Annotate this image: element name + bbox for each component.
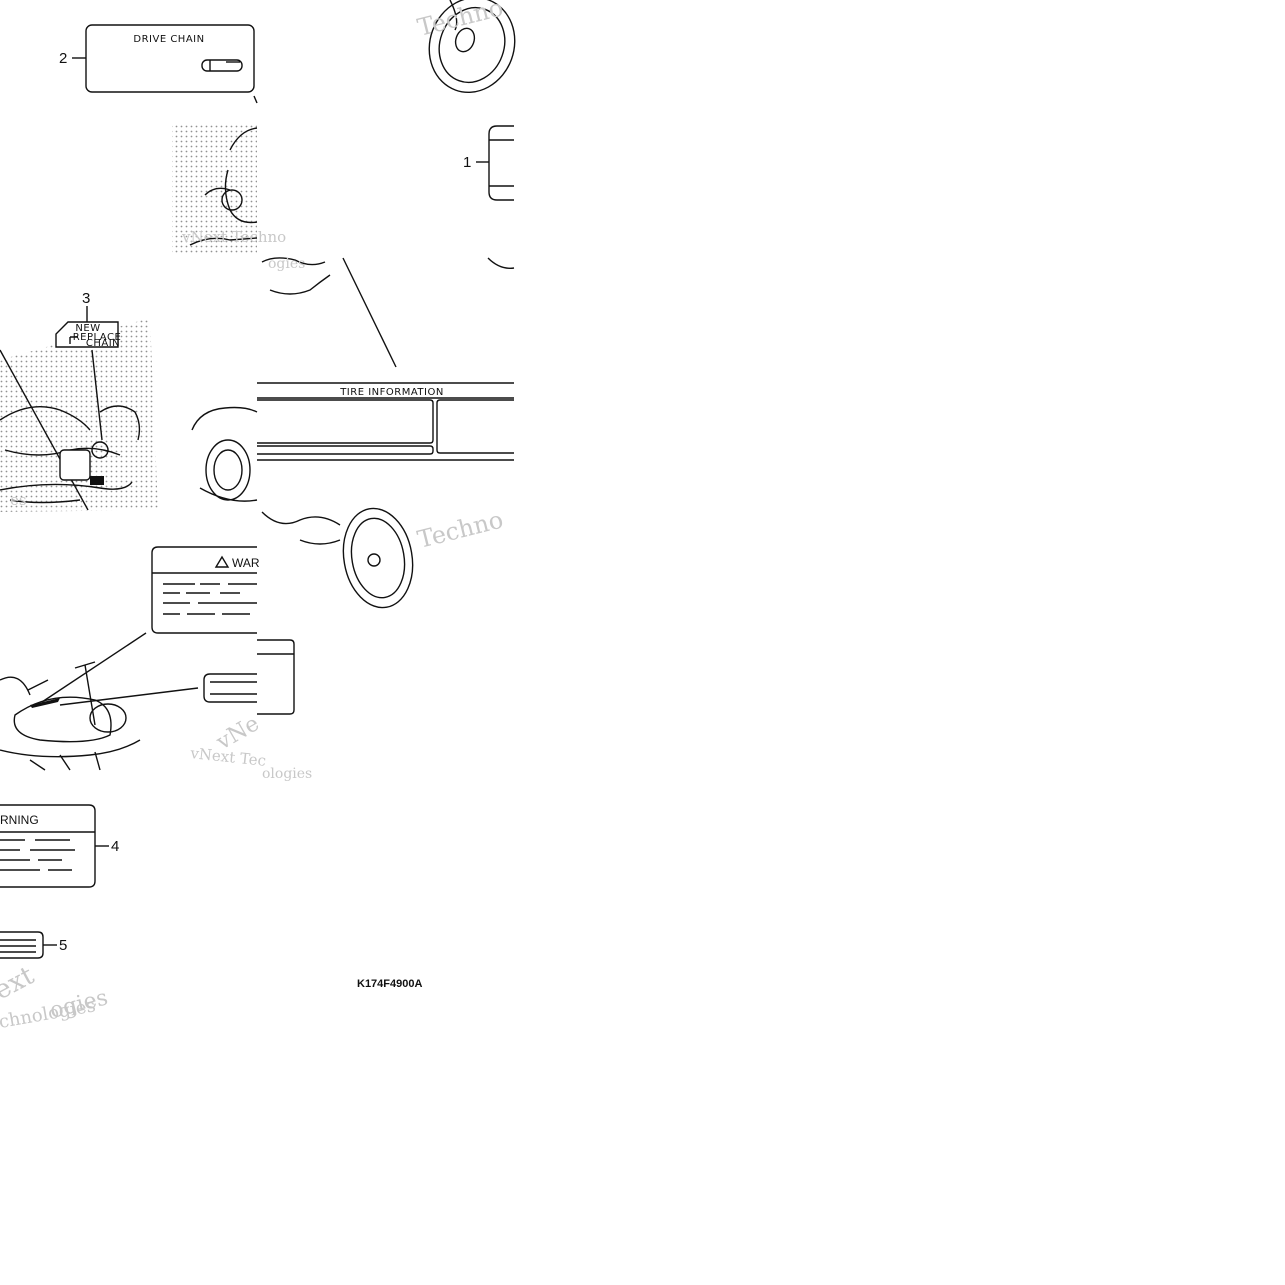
watermark-7: ologies [262, 766, 312, 782]
watermark-4: Techno [415, 506, 506, 554]
new-text: NEW [75, 323, 100, 334]
callout-1: 1 [463, 154, 471, 171]
drive-chain-text: DRIVE CHAIN [133, 34, 204, 45]
warning-label-top: WAR [151, 546, 260, 634]
watermark-11: es [10, 491, 27, 509]
warning-text-top: WAR [232, 556, 260, 570]
warning-triangle-icon [214, 555, 230, 568]
warning-label-leader [41, 632, 147, 703]
chain-text: CHAIN [86, 338, 120, 349]
motorcycle-front-wheel-lower [261, 507, 414, 609]
motorcycle-center-fragment [261, 257, 515, 295]
label-1-fragment [488, 125, 514, 201]
motorcycle-left-mid [0, 405, 141, 504]
callout-4: 4 [111, 838, 119, 855]
warning-label-bottom: RNING [0, 804, 96, 888]
callout-3: 3 [82, 290, 90, 307]
drive-chain-label: DRIVE CHAIN [85, 24, 255, 93]
stipple-area-top [172, 125, 257, 255]
figure-code: K174F4900A [357, 978, 422, 990]
motorcycle-front-fragment [189, 127, 258, 246]
callout-5: 5 [59, 937, 67, 954]
chain-adjuster-icon [201, 59, 243, 72]
replace-text: REPLACE [73, 332, 122, 343]
watermark-1: Techno [415, 0, 506, 42]
watermark-3: ogies [268, 256, 305, 272]
warning-text-bottom: RNING [0, 813, 39, 827]
drive-chain-leader [0, 349, 89, 511]
label-5-bottom-fragment [0, 931, 44, 959]
label-5-top-fragment [203, 639, 295, 715]
leader-fragment-top [253, 95, 258, 104]
replace-chain-label: NEW REPLACE CHAIN [55, 321, 122, 349]
small-label-leader [59, 687, 199, 706]
motorcycle-right-mid [191, 406, 258, 502]
stipple-area-mid [0, 318, 158, 512]
motorcycle-fuel-tank [0, 661, 141, 771]
tire-information-text: TIRE INFORMATION [339, 387, 444, 398]
replace-label-leader [91, 349, 103, 441]
watermark-2: vNext Techno [181, 228, 286, 246]
watermark-8: ext [0, 960, 40, 1006]
tire-label-leader [342, 257, 397, 368]
motorcycle-rear-wheel-top [428, 0, 516, 94]
tire-information-label: TIRE INFORMATION [257, 382, 514, 461]
callout-2: 2 [59, 50, 67, 67]
